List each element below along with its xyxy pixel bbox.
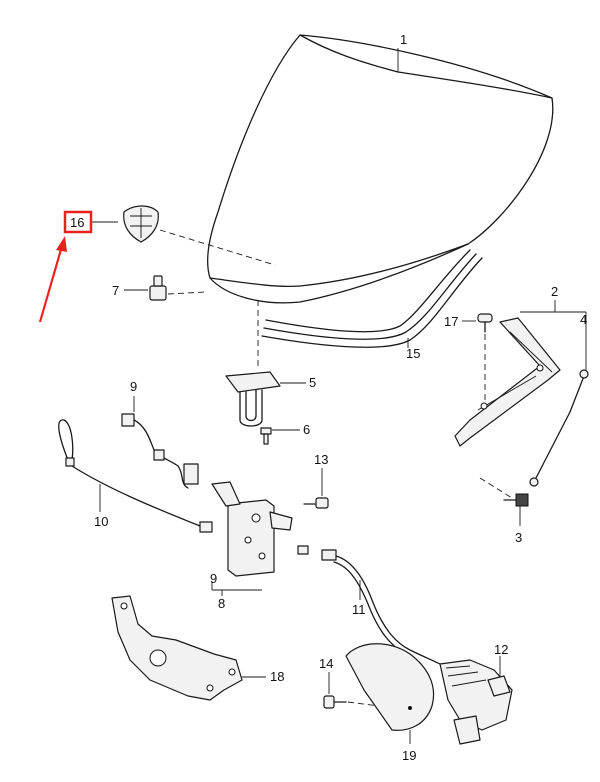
callout-11: 11: [352, 602, 366, 617]
support-bolt: [503, 493, 529, 507]
hood-panel: [206, 34, 554, 304]
hood-seal: [261, 249, 483, 348]
callout-1: 1: [400, 32, 407, 47]
callout-18: 18: [270, 669, 284, 684]
callout-3: 3: [515, 530, 522, 545]
callout-14: 14: [319, 656, 333, 671]
hood-lock: [211, 481, 293, 577]
emblem-crest: [123, 205, 159, 243]
hood-striker: [225, 371, 281, 427]
leader-16-dashed: [159, 229, 276, 266]
cover-screw: [323, 695, 347, 709]
hood-buffer: [149, 275, 167, 301]
callout-10: 10: [94, 514, 108, 529]
leader-7-dashed: [167, 291, 207, 295]
callout-6: 6: [303, 422, 310, 437]
callout-13: 13: [314, 452, 328, 467]
callout-5: 5: [309, 375, 316, 390]
callout-9-top: 9: [130, 379, 137, 394]
hood-hinge: [454, 317, 561, 447]
bowden-cable: [297, 545, 441, 665]
callout-19: 19: [402, 748, 416, 763]
release-cable: [58, 419, 213, 533]
callout-7: 7: [112, 283, 119, 298]
highlight-arrow: [38, 236, 67, 323]
callout-12: 12: [494, 642, 508, 657]
microswitch-wiring: [121, 413, 199, 489]
striker-bolt: [260, 427, 272, 445]
callout-16: 16: [70, 215, 84, 230]
callout-15: 15: [406, 346, 420, 361]
lock-bracket: [111, 595, 243, 701]
gas-strut: [529, 369, 589, 487]
callout-4: 4: [580, 312, 587, 327]
release-cover: [345, 643, 435, 731]
callout-2: 2: [551, 284, 558, 299]
callout-9-bottom: 9: [210, 571, 217, 586]
leader-3-dashed: [479, 477, 513, 499]
lock-screw: [303, 497, 329, 509]
release-lever: [439, 659, 513, 745]
support-screw: [477, 313, 493, 333]
highlight-box-16: [63, 210, 93, 234]
callout-17: 17: [444, 314, 458, 329]
callout-8: 8: [218, 596, 225, 611]
